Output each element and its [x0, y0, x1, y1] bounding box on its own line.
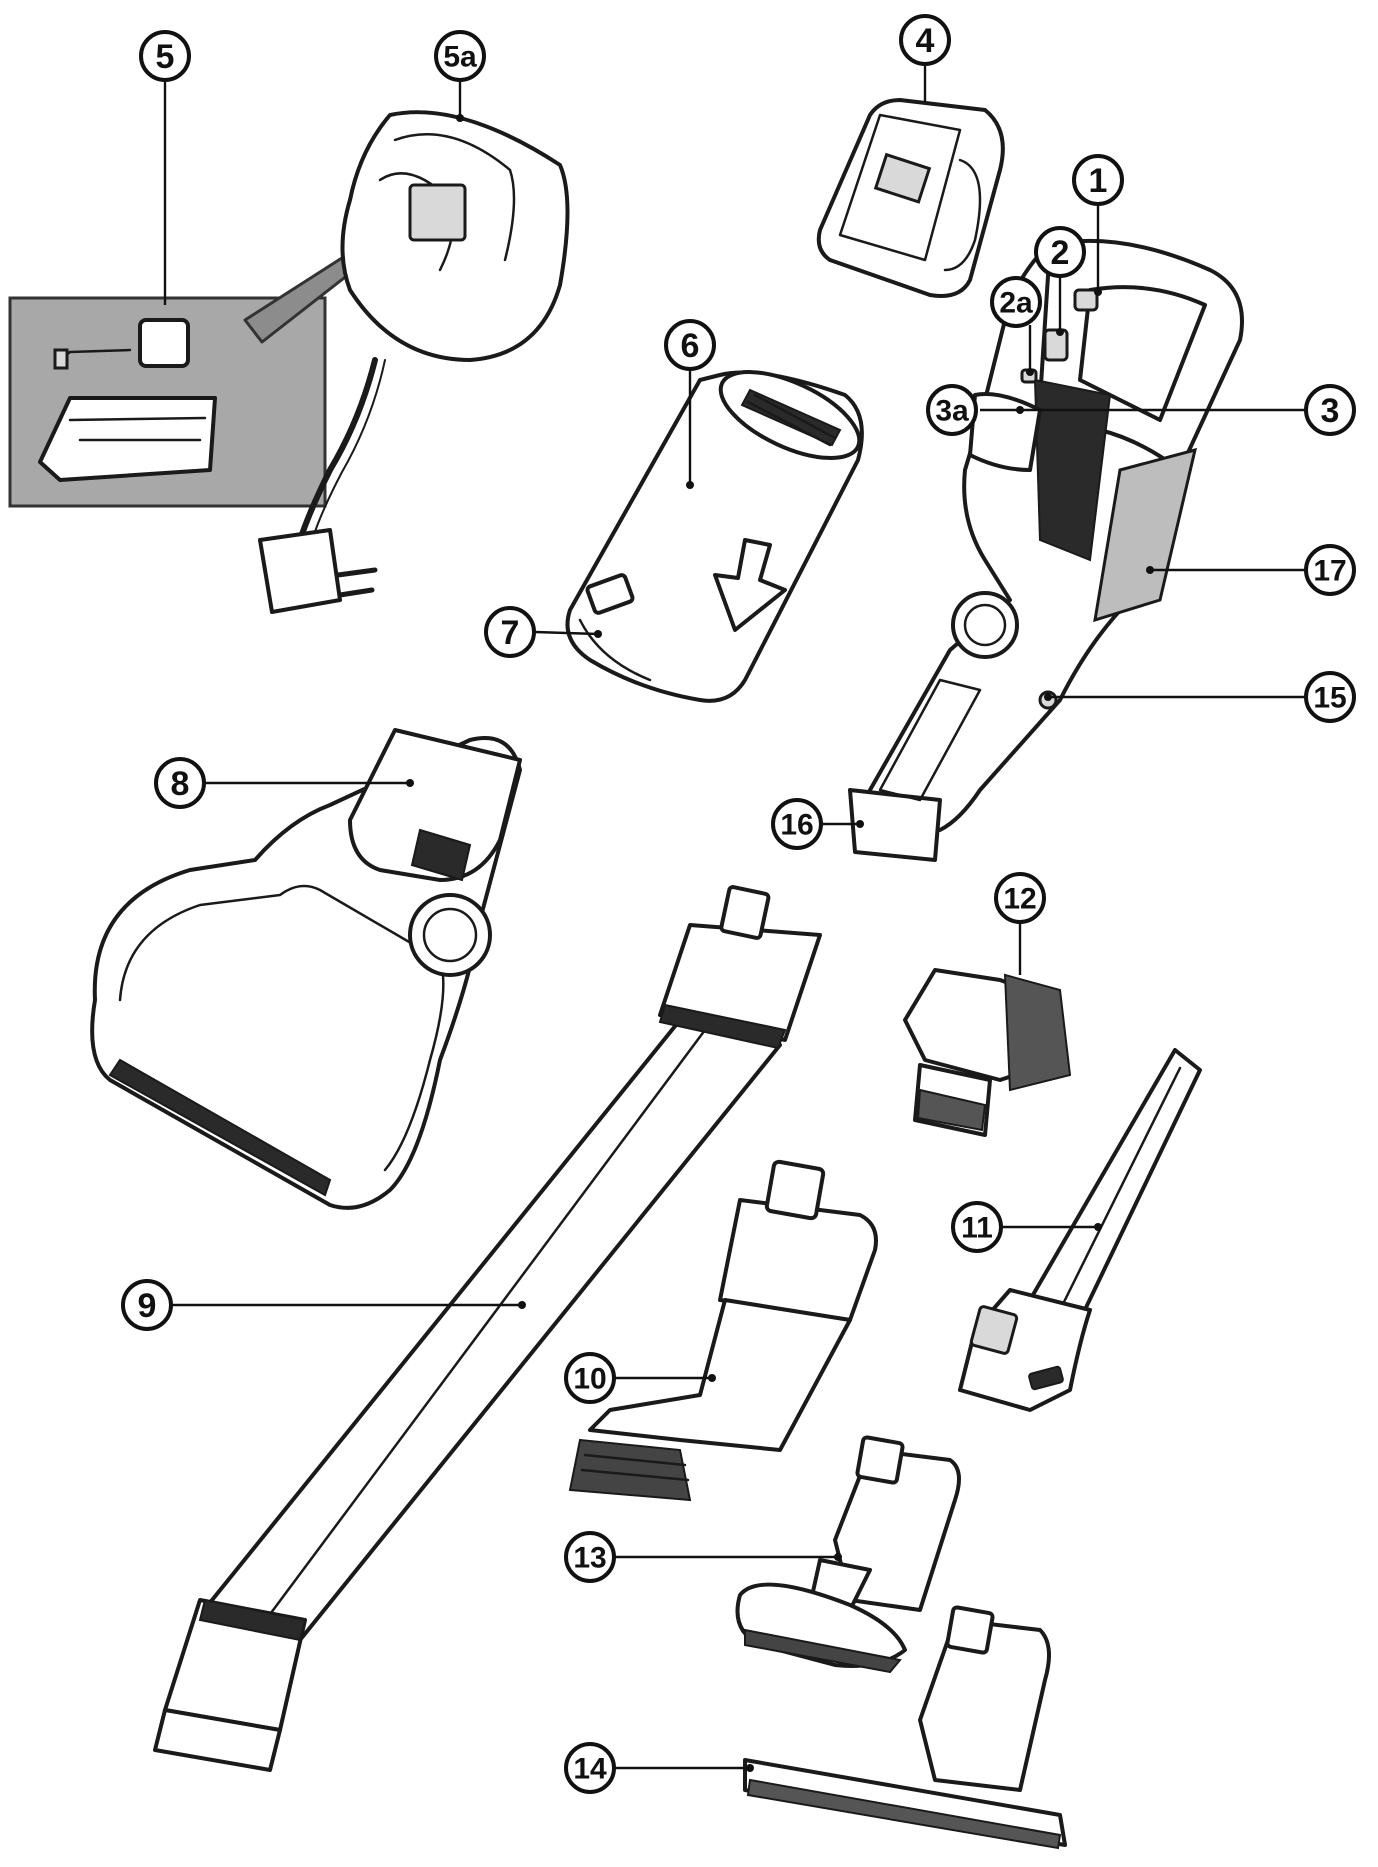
callout-10: 10: [564, 1352, 616, 1404]
callout-14: 14: [564, 1742, 616, 1794]
callout-3a: 3a: [926, 384, 978, 436]
callout-6-label: 6: [681, 327, 700, 365]
callout-5: 5: [139, 30, 191, 82]
wide-nozzle-tool: [743, 1605, 1067, 1850]
callout-6: 6: [664, 319, 716, 371]
upholstery-brush: [735, 1435, 961, 1674]
callout-12-label: 12: [1003, 883, 1036, 916]
callout-14-label: 14: [573, 1753, 607, 1786]
battery-pack: [816, 98, 1005, 298]
callout-2a: 2a: [990, 276, 1042, 328]
tool-adapter: [903, 968, 1072, 1137]
callout-15: 15: [1304, 671, 1356, 723]
callout-7: 7: [484, 606, 536, 658]
dust-bin: [565, 370, 864, 703]
callout-2: 2: [1034, 226, 1086, 278]
callout-3: 3: [1304, 384, 1356, 436]
callout-17: 17: [1304, 544, 1356, 596]
callout-9: 9: [121, 1279, 173, 1331]
charging-cable: [297, 357, 378, 543]
callout-3-label: 3: [1321, 392, 1340, 430]
callout-13-label: 13: [573, 1542, 606, 1575]
callout-5a: 5a: [434, 30, 486, 82]
extension-tube: [153, 885, 822, 1772]
callout-12: 12: [994, 872, 1046, 924]
callout-1-label: 1: [1089, 162, 1108, 200]
callout-9-label: 9: [138, 1287, 157, 1325]
callout-15-label: 15: [1313, 682, 1346, 715]
leader-lines: [163, 62, 1306, 1772]
callout-3a-label: 3a: [935, 395, 969, 428]
callout-8-label: 8: [171, 765, 190, 803]
callout-5-label: 5: [156, 38, 175, 76]
callout-2-label: 2: [1051, 234, 1070, 272]
callout-4: 4: [899, 14, 951, 66]
charger-inset: [8, 196, 417, 508]
callout-10-label: 10: [573, 1363, 606, 1396]
crevice-brush-tool: [568, 1159, 878, 1502]
callout-16: 16: [771, 798, 823, 850]
callout-17-label: 17: [1313, 555, 1346, 588]
callout-5a-label: 5a: [443, 41, 477, 74]
callout-13: 13: [564, 1531, 616, 1583]
callout-8: 8: [154, 757, 206, 809]
callout-7-label: 7: [501, 614, 520, 652]
callout-11: 11: [951, 1201, 1003, 1253]
callout-11-label: 11: [961, 1212, 993, 1245]
handheld-body: [848, 238, 1244, 862]
callout-16-label: 16: [780, 809, 813, 842]
callout-4-label: 4: [916, 22, 935, 60]
callout-2a-label: 2a: [999, 287, 1033, 320]
charging-dock: [258, 110, 570, 614]
crevice-tool: [958, 1048, 1202, 1412]
charger-adapter: [138, 318, 190, 368]
callout-1: 1: [1072, 154, 1124, 206]
motorized-floor-brush: [90, 728, 522, 1210]
wall-plug: [258, 528, 342, 614]
